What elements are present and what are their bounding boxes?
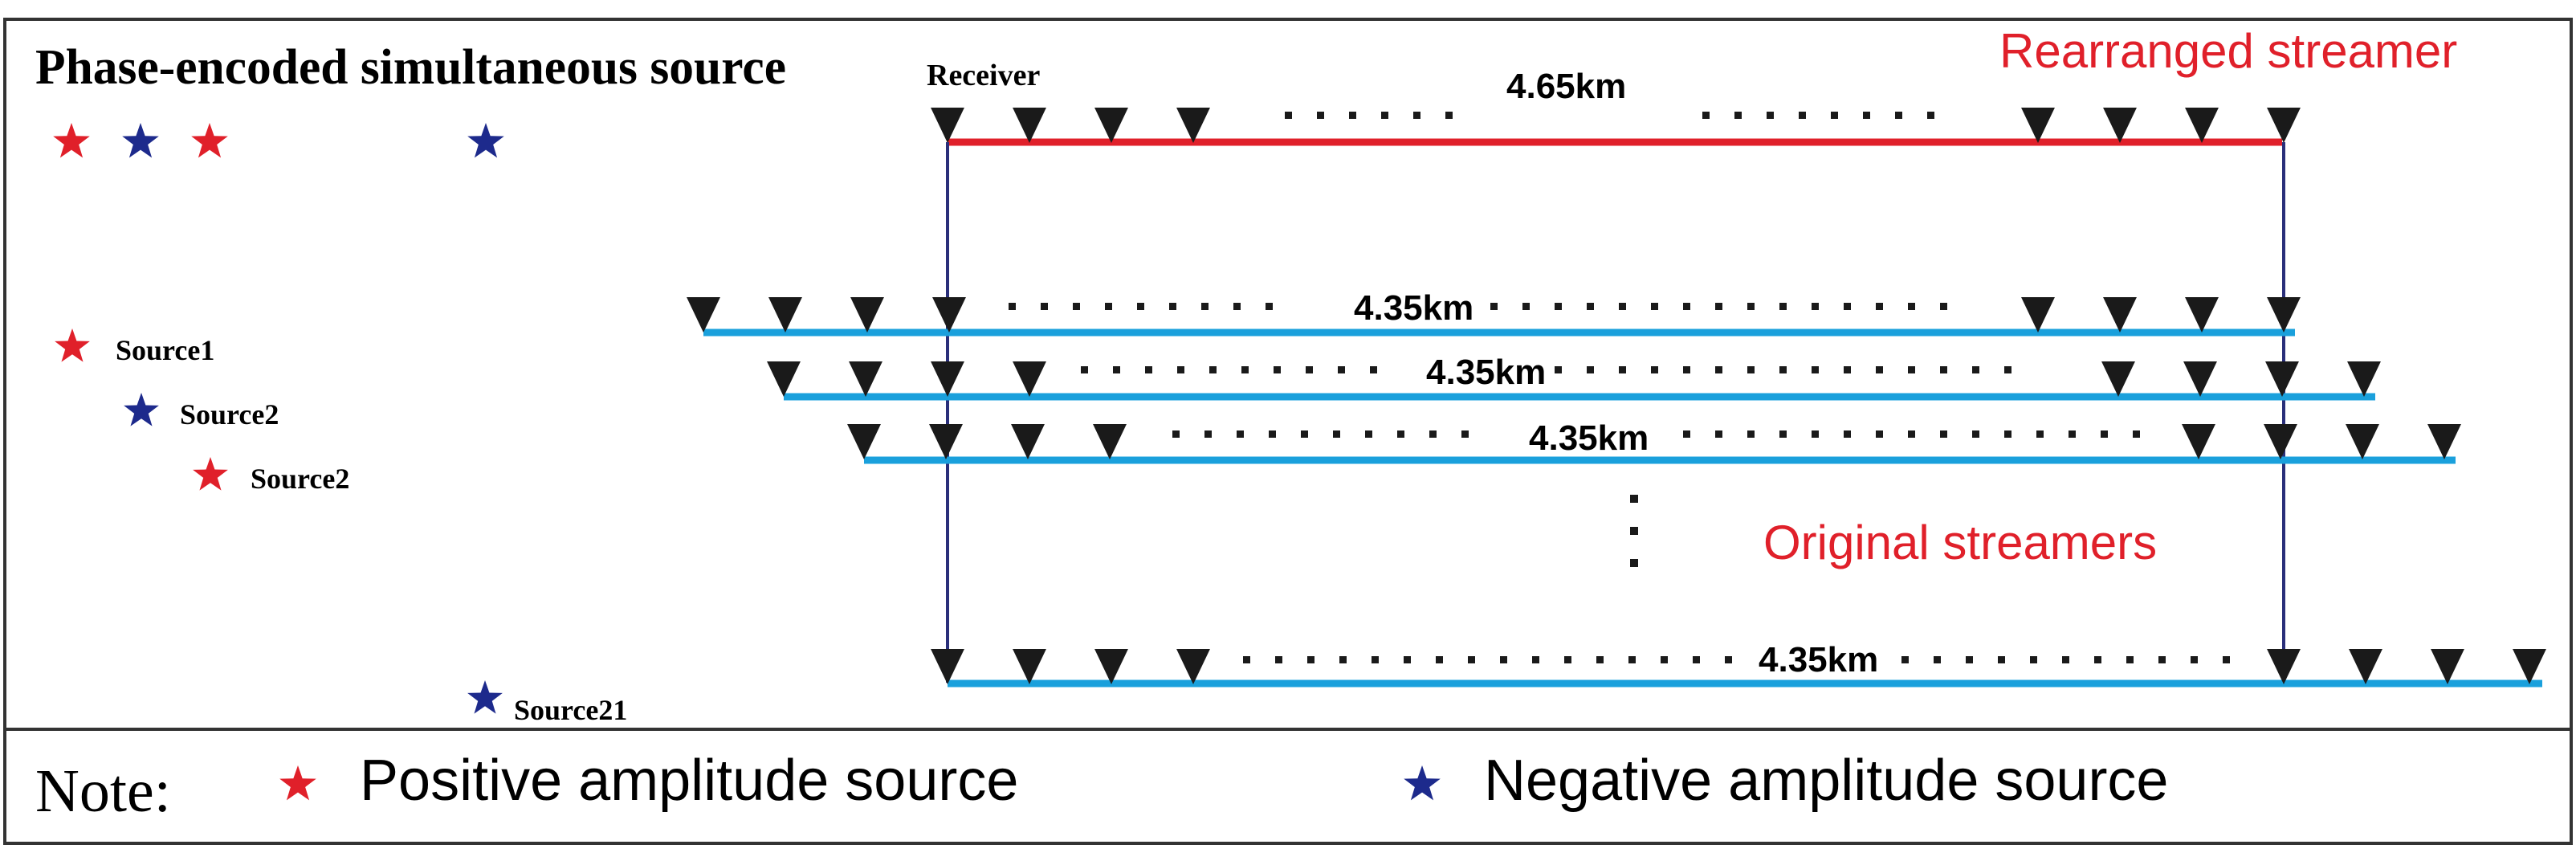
receiver-triangle-icon (931, 108, 964, 143)
receiver-triangle-icon (1011, 424, 1045, 459)
positive-star-icon (191, 123, 228, 158)
negative-star-icon (1404, 765, 1441, 801)
receiver-triangle-icon (1094, 649, 1128, 684)
receiver-triangle-icon (2431, 649, 2464, 684)
positive-source-label: Positive amplitude source (360, 749, 1018, 813)
top-sources (53, 123, 504, 158)
receiver-triangle-icon (768, 297, 802, 333)
ellipsis-dots (1009, 303, 1947, 310)
source2b-label: Source2 (251, 463, 349, 495)
diagram-border (3, 18, 2573, 845)
receiver-triangle-icon (931, 649, 964, 684)
rearranged-length-label: 4.65km (1506, 67, 1626, 106)
receiver-triangle-icon (2101, 361, 2135, 397)
rearranged-streamer-label: Rearranged streamer (1999, 24, 2457, 78)
negative-star-icon (467, 123, 504, 158)
original-streamer-1: 4.35km (687, 288, 2301, 337)
positive-star-icon (279, 765, 316, 801)
original-streamers-label: Original streamers (1763, 516, 2157, 569)
original-length-label: 4.35km (1354, 288, 1473, 328)
receiver-triangle-icon (2267, 297, 2301, 333)
receiver-triangle-icon (2346, 424, 2379, 459)
receiver-triangle-icon (2182, 424, 2215, 459)
original-length-label: 4.35km (1759, 640, 1878, 679)
ellipsis-dots (1285, 112, 1934, 119)
note-prefix: Note: (35, 757, 171, 825)
negative-source-label: Negative amplitude source (1484, 749, 2168, 813)
receiver-triangle-icon (1013, 361, 1046, 397)
legend: Note: Positive amplitude source Negative… (35, 749, 2168, 825)
receiver-triangle-icon (2185, 297, 2219, 333)
receiver-triangle-icon (2427, 424, 2461, 459)
original-length-label: 4.35km (1529, 418, 1649, 458)
original-length-label: 4.35km (1426, 353, 1546, 392)
source21-star-icon (467, 679, 503, 714)
receiver-triangle-icon (1176, 649, 1210, 684)
receiver-triangle-icon (2267, 108, 2301, 143)
source2b-star-icon (193, 456, 228, 491)
original-streamer-2: 4.35km (767, 353, 2381, 401)
receiver-triangle-icon (929, 424, 963, 459)
vertical-ellipsis-dots (1630, 495, 1638, 567)
source1-star-icon (55, 328, 90, 362)
receiver-triangle-icon (2021, 297, 2055, 333)
source21-label: Source21 (514, 694, 627, 726)
receiver-triangle-icon (849, 361, 882, 397)
negative-star-icon (122, 123, 159, 158)
receiver-triangle-icon (850, 297, 884, 333)
receiver-triangle-icon (847, 424, 881, 459)
receiver-triangle-icon (2021, 108, 2055, 143)
ellipsis-dots (1081, 366, 2011, 373)
ellipsis-dots (1243, 656, 2230, 663)
source2-star-icon (124, 392, 159, 426)
receiver-triangle-icon (2349, 649, 2382, 684)
receiver-triangle-icon (932, 297, 966, 333)
original-streamer-3: 4.35km (847, 418, 2461, 464)
rearranged-streamer: 4.65km (931, 67, 2301, 146)
ellipsis-dots (1172, 430, 2140, 438)
receiver-triangle-icon (2103, 297, 2137, 333)
receiver-triangle-icon (2185, 108, 2219, 143)
receiver-triangle-icon (931, 361, 964, 397)
positive-star-icon (53, 123, 90, 158)
receiver-triangle-icon (1176, 108, 1210, 143)
receiver-triangle-icon (1013, 108, 1046, 143)
receiver-triangle-icon (1093, 424, 1127, 459)
receiver-triangle-icon (2513, 649, 2546, 684)
receiver-triangle-icon (2264, 424, 2297, 459)
receiver-triangle-icon (2267, 649, 2301, 684)
source1-label: Source1 (116, 334, 214, 366)
receiver-triangle-icon (2103, 108, 2137, 143)
receiver-triangle-icon (2183, 361, 2217, 397)
receiver-triangle-icon (767, 361, 801, 397)
receiver-triangle-icon (1094, 108, 1128, 143)
receiver-triangle-icon (2347, 361, 2381, 397)
receiver-triangle-icon (2265, 361, 2299, 397)
receiver-triangle-icon (687, 297, 720, 333)
receiver-label: Receiver (927, 59, 1040, 92)
original-streamer-4: 4.35km (931, 640, 2546, 688)
receiver-triangle-icon (1013, 649, 1046, 684)
source2-label: Source2 (180, 398, 279, 430)
page-title: Phase-encoded simultaneous source (35, 40, 786, 95)
